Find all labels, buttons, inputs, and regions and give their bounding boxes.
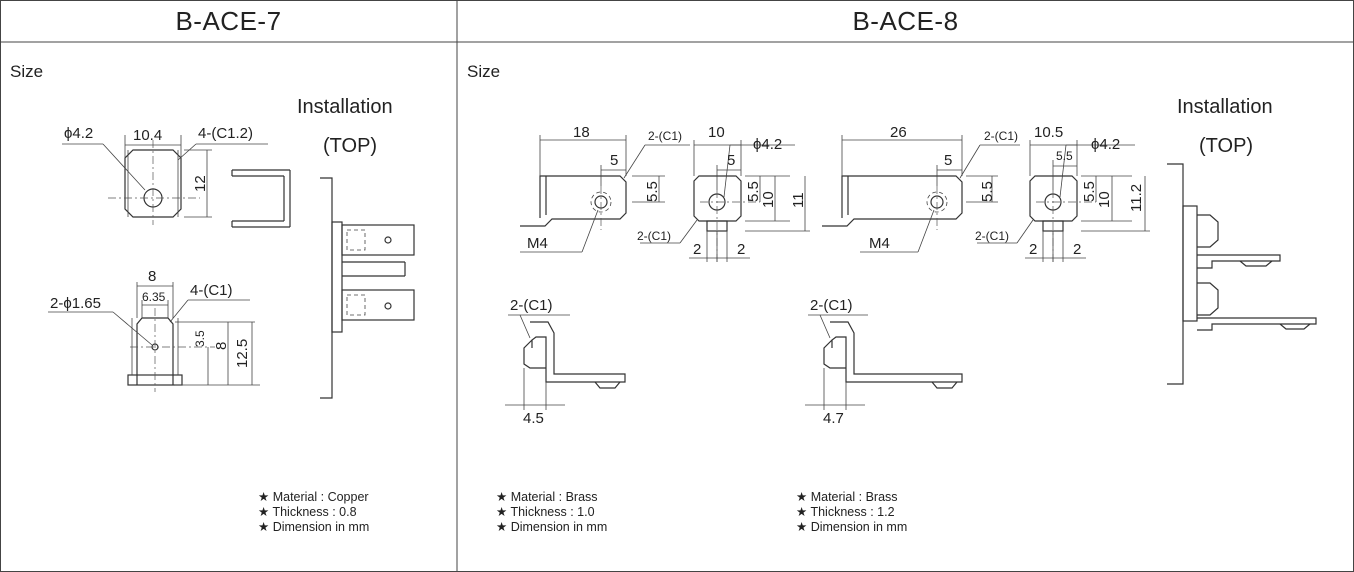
note-line: ★ Material : Brass [796,490,907,505]
star-icon: ★ [796,520,808,534]
note-text: Thickness : 1.2 [810,505,895,519]
dim-5a: 5 [610,152,619,169]
dim-12: 12 [192,175,209,192]
dim-phi-b: ϕ4.2 [1091,136,1121,153]
dim-c1-b: 2-(C1) [637,229,672,243]
note-line: ★ Material : Copper [258,490,369,505]
star-icon: ★ [258,520,270,534]
bace7-lower-view [48,282,260,392]
dim-2a-b: 2 [1029,241,1038,258]
dim-c1-a: 2-(C1) [648,129,683,143]
bace8b-bent-view [805,314,963,410]
dim-8-vertical: 8 [213,341,230,350]
note-line: ★ Thickness : 1.0 [496,505,607,520]
bace8-installation-label: Installation [1177,96,1273,118]
bace8-installation [1167,163,1317,385]
bace8-title: B-ACE-8 [852,6,959,36]
bace8a-bent-view [505,314,626,410]
note-line: ★ Material : Brass [496,490,607,505]
dim-8: 8 [148,268,157,285]
dim-c1-c: 2-(C1) [510,297,553,314]
dim-phi: ϕ4.2 [64,125,94,142]
dim-2b-b: 2 [1073,241,1082,258]
dim-3.5: 3.5 [193,330,207,347]
star-icon: ★ [496,490,508,504]
dim-10: 10 [708,124,725,141]
note-line: ★ Dimension in mm [258,520,369,535]
dim-c1-a-b: 2-(C1) [984,129,1019,143]
dim-11.2v: 11.2 [1128,183,1145,212]
dim-2a: 2 [693,241,702,258]
note-text: Thickness : 0.8 [272,505,357,519]
bace7-installation [320,177,415,399]
note-text: Material : Brass [510,490,598,504]
dim-hole: 2-ϕ1.65 [50,295,101,312]
bace7-top-view [62,135,268,225]
bace8b-front-view [977,140,1150,262]
note-line: ★ Dimension in mm [796,520,907,535]
dim-12.5: 12.5 [234,338,251,368]
bace7-installation-label: Installation [297,96,393,118]
bace8b-side-view [822,135,1020,253]
dim-18: 18 [573,124,590,141]
star-icon: ★ [258,490,270,504]
bace7-side-view [231,169,291,228]
bace7-size-label: Size [10,62,44,81]
dim-11v: 11 [790,192,807,208]
bace7-notes: ★ Material : Copper ★ Thickness : 0.8 ★ … [258,490,369,535]
dim-10.5: 10.5 [1034,124,1064,141]
note-text: Dimension in mm [810,520,908,534]
note-line: ★ Dimension in mm [496,520,607,535]
dim-c1-b-b: 2-(C1) [975,229,1010,243]
star-icon: ★ [258,505,270,519]
dim-26: 26 [890,124,907,141]
dim-chamfer2: 4-(C1) [190,282,233,299]
dim-m4-b: M4 [869,235,890,252]
star-icon: ★ [796,490,808,504]
star-icon: ★ [496,520,508,534]
dim-10.4: 10.4 [133,127,163,144]
dim-5-b: 5 [944,152,953,169]
dim-10v: 10 [760,191,777,208]
bace8b-notes: ★ Material : Brass ★ Thickness : 1.2 ★ D… [796,490,907,535]
note-text: Material : Brass [810,490,898,504]
bace8-size-label: Size [467,62,501,81]
dim-chamfer: 4-(C1.2) [198,125,254,142]
note-line: ★ Thickness : 0.8 [258,505,369,520]
dim-5.5a: 5.5 [644,181,661,202]
dim-4.7: 4.7 [823,410,844,427]
note-text: Material : Copper [272,490,369,504]
star-icon: ★ [496,505,508,519]
star-icon: ★ [796,505,808,519]
note-text: Dimension in mm [272,520,370,534]
dim-phi-a: ϕ4.2 [753,136,783,153]
note-text: Dimension in mm [510,520,608,534]
dim-6.35: 6.35 [142,290,166,304]
bace7-top-label: (TOP) [323,135,378,157]
dim-5.5a-b: 5.5 [979,181,996,202]
bace8a-side-view [520,135,690,253]
bace8-top-label: (TOP) [1199,135,1254,157]
note-text: Thickness : 1.0 [510,505,595,519]
dim-5b: 5 [727,152,736,169]
dim-2b: 2 [737,241,746,258]
dim-m4-a: M4 [527,235,548,252]
bace8a-front-view [640,140,810,262]
dim-c1-c-b: 2-(C1) [810,297,853,314]
note-line: ★ Thickness : 1.2 [796,505,907,520]
dim-4.5: 4.5 [523,410,544,427]
bace8a-notes: ★ Material : Brass ★ Thickness : 1.0 ★ D… [496,490,607,535]
dim-10v-b: 10 [1096,191,1113,208]
bace7-title: B-ACE-7 [175,6,282,36]
dim-5.5-h: 5.5 [1056,149,1073,163]
